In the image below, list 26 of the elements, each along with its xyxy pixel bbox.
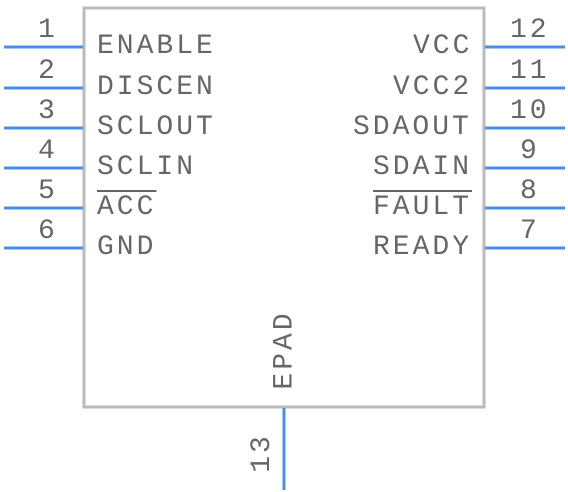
pin-label: READY	[373, 234, 472, 262]
pin-number: 7	[520, 218, 540, 246]
pin-label: SDAIN	[373, 154, 472, 182]
pin-label: FAULT	[373, 194, 472, 222]
pin-number: 3	[38, 98, 58, 126]
pin-label: SCLIN	[97, 154, 196, 182]
pin-number: 13	[248, 433, 277, 473]
pin-number: 6	[38, 218, 58, 246]
pin-label: SCLOUT	[97, 114, 216, 142]
pin-label: ACC	[97, 194, 156, 222]
pin-label: DISCEN	[97, 74, 216, 102]
pin-number: 11	[510, 58, 550, 86]
pin-label: VCC	[413, 33, 472, 61]
pin-number: 9	[520, 138, 540, 166]
pin-number: 2	[38, 58, 58, 86]
pin-number: 12	[510, 17, 550, 45]
pin-label: VCC2	[393, 74, 472, 102]
pin-number: 8	[520, 178, 540, 206]
pin-label: SDAOUT	[353, 114, 472, 142]
pin-number: 4	[38, 138, 58, 166]
pin-number: 5	[38, 178, 58, 206]
pin-label: ENABLE	[97, 33, 216, 61]
pin-label: EPAD	[271, 310, 300, 390]
pin-number: 1	[38, 17, 58, 45]
pin-number: 10	[510, 98, 550, 126]
pin-label: GND	[97, 234, 156, 262]
